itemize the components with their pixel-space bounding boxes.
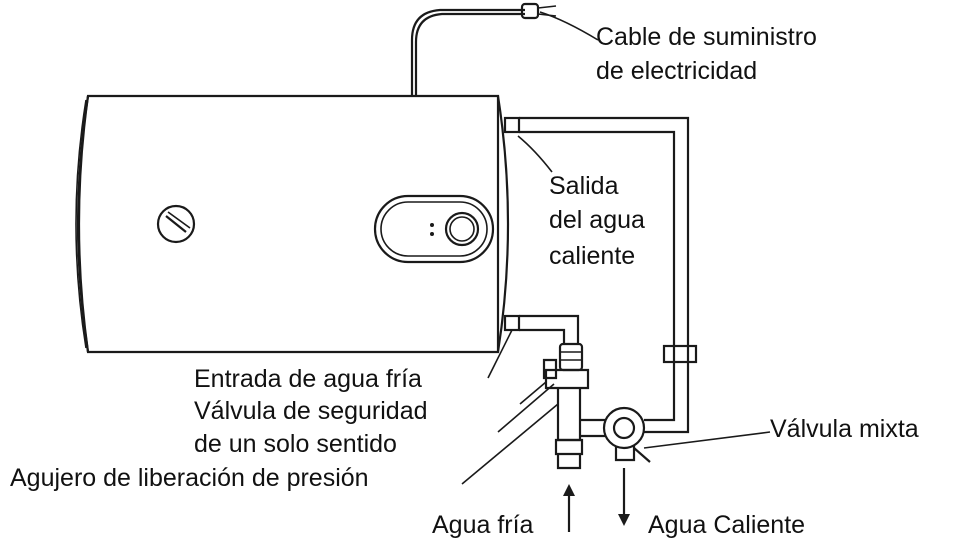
thermostat-knob-icon xyxy=(444,211,480,247)
mixing-valve xyxy=(580,406,651,463)
label-cold-water: Agua fría xyxy=(432,511,534,539)
label-mixing-valve: Válvula mixta xyxy=(770,415,919,443)
label-power-cable-line2: de electricidad xyxy=(596,57,757,85)
power-plug-icon xyxy=(520,2,540,20)
label-hot-outlet-line2: del agua xyxy=(549,206,645,234)
control-panel xyxy=(373,194,495,264)
water-heater-tank xyxy=(75,94,510,354)
cold-water-arrow-icon xyxy=(563,484,575,532)
label-cold-inlet: Entrada de agua fría xyxy=(194,365,422,393)
label-hot-outlet-line1: Salida xyxy=(549,172,619,200)
label-pressure-relief-hole: Agujero de liberación de presión xyxy=(10,464,369,492)
hot-water-arrow-icon xyxy=(618,468,630,526)
label-power-cable-line1: Cable de suministro xyxy=(596,23,817,51)
thermometer-gauge-icon xyxy=(156,204,196,244)
label-safety-valve-line2: de un solo sentido xyxy=(194,430,397,458)
label-safety-valve-line1: Válvula de seguridad xyxy=(194,397,428,425)
safety-valve xyxy=(519,358,590,470)
label-hot-water: Agua Caliente xyxy=(648,511,805,539)
power-cable xyxy=(410,2,557,96)
hot-water-pipe xyxy=(503,116,698,434)
leader-lines xyxy=(461,11,771,485)
cold-water-pipe xyxy=(503,314,584,372)
label-hot-outlet-line3: caliente xyxy=(549,242,635,270)
